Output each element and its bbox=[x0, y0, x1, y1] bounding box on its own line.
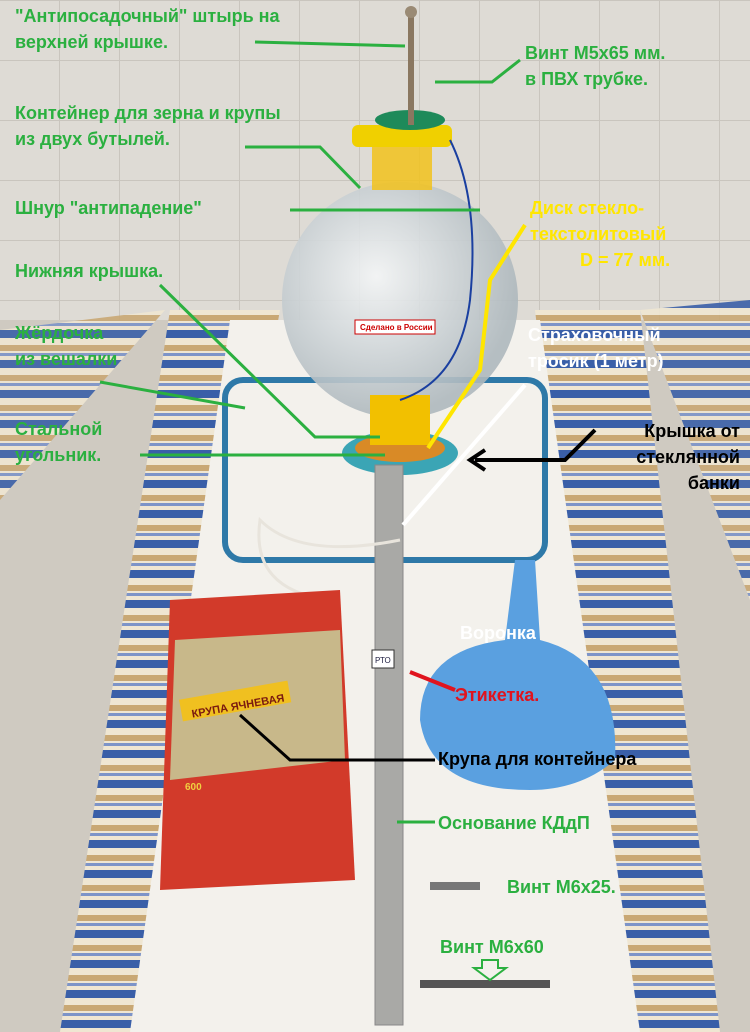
mat-right bbox=[535, 310, 720, 1032]
mat-far-right bbox=[640, 300, 750, 600]
screw-m5-pin bbox=[408, 10, 414, 125]
base-bar bbox=[374, 464, 404, 1026]
tag-text: РТО bbox=[375, 656, 391, 665]
label-screw-m5: Винт М5х65 мм.в ПВХ трубке. bbox=[525, 43, 666, 89]
label-funnel: Воронка bbox=[460, 623, 536, 643]
annotation-lines bbox=[99, 40, 597, 982]
label-base: Основание КДдП bbox=[438, 813, 590, 833]
package-weight: 600 bbox=[185, 782, 202, 793]
label-cord: Шнур "антипадение" bbox=[15, 198, 202, 218]
label-tag: Этикетка. bbox=[455, 685, 540, 705]
label-groats: Крупа для контейнера bbox=[438, 749, 637, 769]
bottle-container bbox=[282, 182, 518, 418]
mat-far-left bbox=[0, 310, 165, 500]
screw-m6x60 bbox=[420, 980, 550, 988]
label-screw-m6x25: Винт М6х25. bbox=[507, 877, 616, 897]
label-bottom-cap: Нижняя крышка. bbox=[15, 261, 164, 281]
anti-fall-cord bbox=[399, 139, 474, 401]
screw-m6x25 bbox=[430, 882, 480, 890]
label-screw-m6x60: Винт М6х60 bbox=[440, 937, 544, 957]
bottle-sticker-text: Сделано в России bbox=[360, 323, 433, 332]
funnel bbox=[420, 560, 616, 790]
